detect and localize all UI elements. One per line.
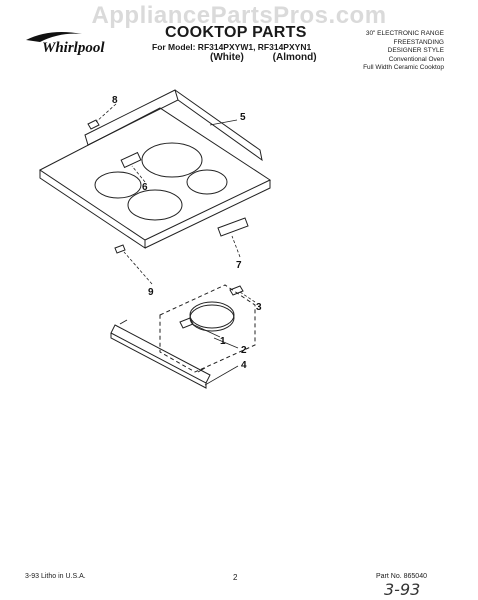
part-8-clip <box>87 119 100 130</box>
callout-5: 5 <box>240 112 246 123</box>
burner-rear-left <box>141 142 203 178</box>
callout-1: 1 <box>220 336 226 347</box>
callout-2: 2 <box>241 345 247 356</box>
model-line: For Model: RF314PXYW1, RF314PXYN1 <box>152 42 312 52</box>
brand-logo: Whirlpool <box>42 40 105 56</box>
callout-4: 4 <box>241 360 247 371</box>
callout-9: 9 <box>148 287 154 298</box>
watermark: AppliancePartsPros.com <box>91 2 387 29</box>
desc-line: Conventional Oven <box>388 55 444 63</box>
part-6-bracket <box>120 151 142 169</box>
page-number: 2 <box>233 573 238 582</box>
part-number: Part No. 865040 <box>376 573 427 580</box>
variant-white: (White) <box>210 52 244 63</box>
desc-line: Full Width Ceramic Cooktop <box>363 64 444 71</box>
cooktop-front-edge <box>39 170 146 249</box>
product-description: 30" ELECTRONIC RANGE FREESTANDING DESIGN… <box>363 30 444 73</box>
element-box <box>159 284 256 373</box>
brand-logo-swoosh <box>26 32 82 42</box>
callout-8: 8 <box>112 95 118 106</box>
burner-front-right <box>186 169 228 195</box>
part-9-clip <box>114 244 126 254</box>
part-7-trim <box>217 217 249 237</box>
desc-line: DESIGNER STYLE <box>387 47 444 54</box>
variant-almond: (Almond) <box>272 52 317 63</box>
part-3-connector <box>229 285 244 296</box>
handwritten-date: 3-93 <box>384 580 421 599</box>
burner-rear-right <box>127 189 183 221</box>
part-1-element <box>189 301 235 329</box>
cooktop-right-edge <box>144 180 271 249</box>
page-title: COOKTOP PARTS <box>165 24 307 41</box>
callout-6: 6 <box>142 182 148 193</box>
part-4-rail <box>110 324 211 384</box>
desc-line: 30" ELECTRONIC RANGE <box>365 30 444 37</box>
burner-front-left <box>94 171 142 199</box>
color-variants: (White) (Almond) <box>210 52 333 63</box>
desc-line: FREESTANDING <box>393 38 444 46</box>
callout-7: 7 <box>236 260 242 271</box>
backguard <box>84 89 179 146</box>
callout-3: 3 <box>256 302 262 313</box>
litho-note: 3-93 Litho in U.S.A. <box>25 573 86 580</box>
